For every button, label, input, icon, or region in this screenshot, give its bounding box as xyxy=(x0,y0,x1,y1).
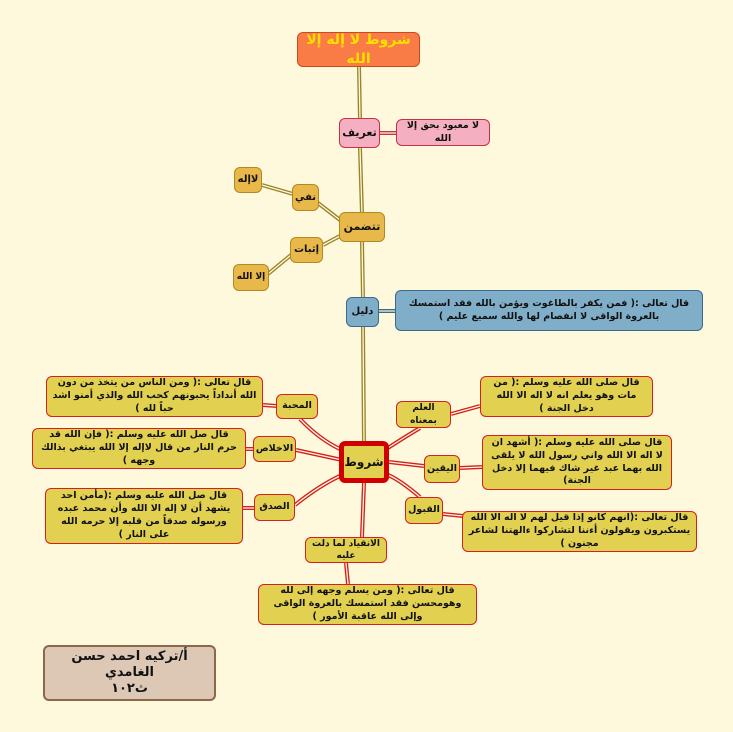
includes-node: تتضمن xyxy=(339,212,385,242)
condition-sincerity: الاخلاص xyxy=(253,436,296,462)
condition-certainty-text: قال صلى الله عليه وسلم :( أشهد ان لا اله… xyxy=(482,435,672,490)
condition-truthfulness: الصدق xyxy=(254,494,295,521)
affirmation-text-node: إلا الله xyxy=(233,264,269,291)
condition-love: المحبة xyxy=(276,394,318,419)
condition-knowledge: العلم بمعناه xyxy=(396,401,451,428)
author-name: أ/تركيه احمد حسن الغامدي xyxy=(71,648,188,680)
conditions-node: شروط xyxy=(339,441,389,483)
condition-certainty: اليقين xyxy=(424,455,460,483)
definition-text: لا معبود بحق إلا الله xyxy=(396,119,490,146)
condition-knowledge-text: قال صلى الله عليه وسلم :( من مات وهو يعل… xyxy=(480,376,653,417)
condition-sincerity-text: قال صل الله عليه وسلم :( فإن الله قد حرم… xyxy=(32,428,246,469)
condition-acceptance: القبول xyxy=(405,497,443,524)
author-box: أ/تركيه احمد حسن الغامدي ث١٠٢ xyxy=(43,645,216,701)
negation-text-node: لاإله xyxy=(234,167,262,193)
condition-love-text: قال تعالى :( ومن الناس من يتخذ من دون ال… xyxy=(46,376,263,417)
condition-acceptance-text: قال تعالى :(انهم كانو إذا قيل لهم لا اله… xyxy=(462,511,697,552)
condition-submission-text: قال تعالى :( ومن يسلم وجهه إلى لله وهومح… xyxy=(258,584,477,625)
evidence-text: قال تعالى :( فمن يكفر بالطاغوت ويؤمن بال… xyxy=(395,290,703,331)
definition-node: تعريف xyxy=(339,118,380,148)
condition-truthfulness-text: قال صل الله عليه وسلم :(مأمن احد يشهد أن… xyxy=(45,488,243,544)
affirmation-node: إثبات xyxy=(290,237,323,263)
negation-node: نفي xyxy=(292,184,319,211)
condition-submission: الانقياد لما دلت عليه xyxy=(305,537,387,563)
author-class: ث١٠٢ xyxy=(111,681,148,697)
root-title: شروط لا إله إلا الله xyxy=(297,32,420,67)
evidence-node: دليل xyxy=(346,297,379,327)
